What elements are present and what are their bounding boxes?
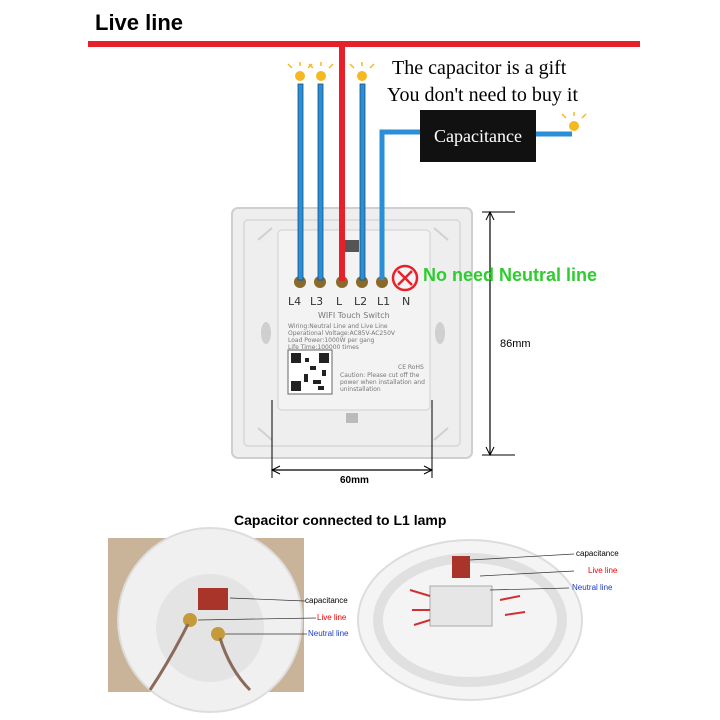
right-capacitance-label: capacitance — [576, 549, 619, 558]
live-line-main — [88, 41, 640, 47]
gift-note-line-2: You don't need to buy it — [387, 84, 579, 106]
terminal-label-l3: L3 — [310, 295, 324, 308]
gift-note-line-1: The capacitor is a gift — [392, 57, 567, 79]
width-dimension-label: 60mm — [340, 475, 369, 486]
qr-code — [287, 349, 333, 395]
switch-caution: Caution: Please cut off the power when i… — [340, 372, 425, 393]
terminal-label-l: L — [336, 295, 343, 308]
switch-voltage: Operational Voltage:AC85V-AC250V — [288, 330, 395, 337]
terminal-label-l4: L4 — [288, 295, 302, 308]
dimension-60mm — [270, 400, 434, 478]
lamp-base-photo — [108, 527, 317, 713]
capacitance-box: Capacitance — [420, 110, 536, 162]
terminal-label-n: N — [402, 295, 411, 308]
switch-life: Life Time:100000 times — [288, 344, 359, 351]
load-wires — [297, 83, 572, 281]
dimension-86mm — [482, 210, 515, 457]
height-dimension-label: 86mm — [500, 338, 531, 350]
switch-cert: CE RoHS — [398, 364, 424, 371]
no-neutral-icon — [391, 264, 419, 292]
terminal-screws — [294, 276, 388, 288]
left-live-line-label: Live line — [317, 613, 347, 622]
terminal-label-l1: L1 — [377, 295, 391, 308]
switch-name: WIFI Touch Switch — [318, 311, 390, 320]
lamp-icons — [287, 62, 587, 131]
switch-power: Load Power:1000W per gang — [288, 337, 375, 344]
photo-section-title: Capacitor connected to L1 lamp — [234, 512, 447, 528]
right-neutral-line-label: Neutral line — [572, 583, 613, 592]
live-line-drop — [339, 41, 345, 281]
switch-wiring: Wiring:Neutral Line and Live Line — [288, 323, 388, 330]
ceiling-lamp-photo — [357, 539, 583, 701]
live-line-title: Live line — [95, 10, 184, 35]
no-neutral-label: No need Neutral line — [423, 265, 598, 285]
right-live-line-label: Live line — [588, 566, 618, 575]
left-neutral-line-label: Neutral line — [308, 629, 349, 638]
terminal-label-l2: L2 — [354, 295, 368, 308]
left-capacitance-label: capacitance — [305, 596, 348, 605]
